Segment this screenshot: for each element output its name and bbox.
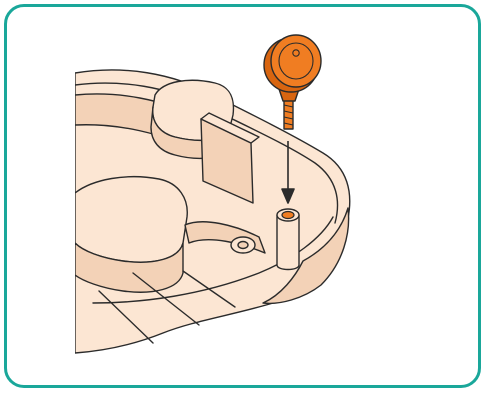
illustration-frame <box>4 4 481 388</box>
knob-screw <box>264 35 321 129</box>
lower-pad <box>75 177 187 263</box>
receiving-post <box>277 215 299 270</box>
latch-screw-head <box>238 242 248 249</box>
assembly-illustration <box>7 7 478 385</box>
instrument-base-shell <box>75 70 350 353</box>
screw-hole <box>282 212 294 219</box>
